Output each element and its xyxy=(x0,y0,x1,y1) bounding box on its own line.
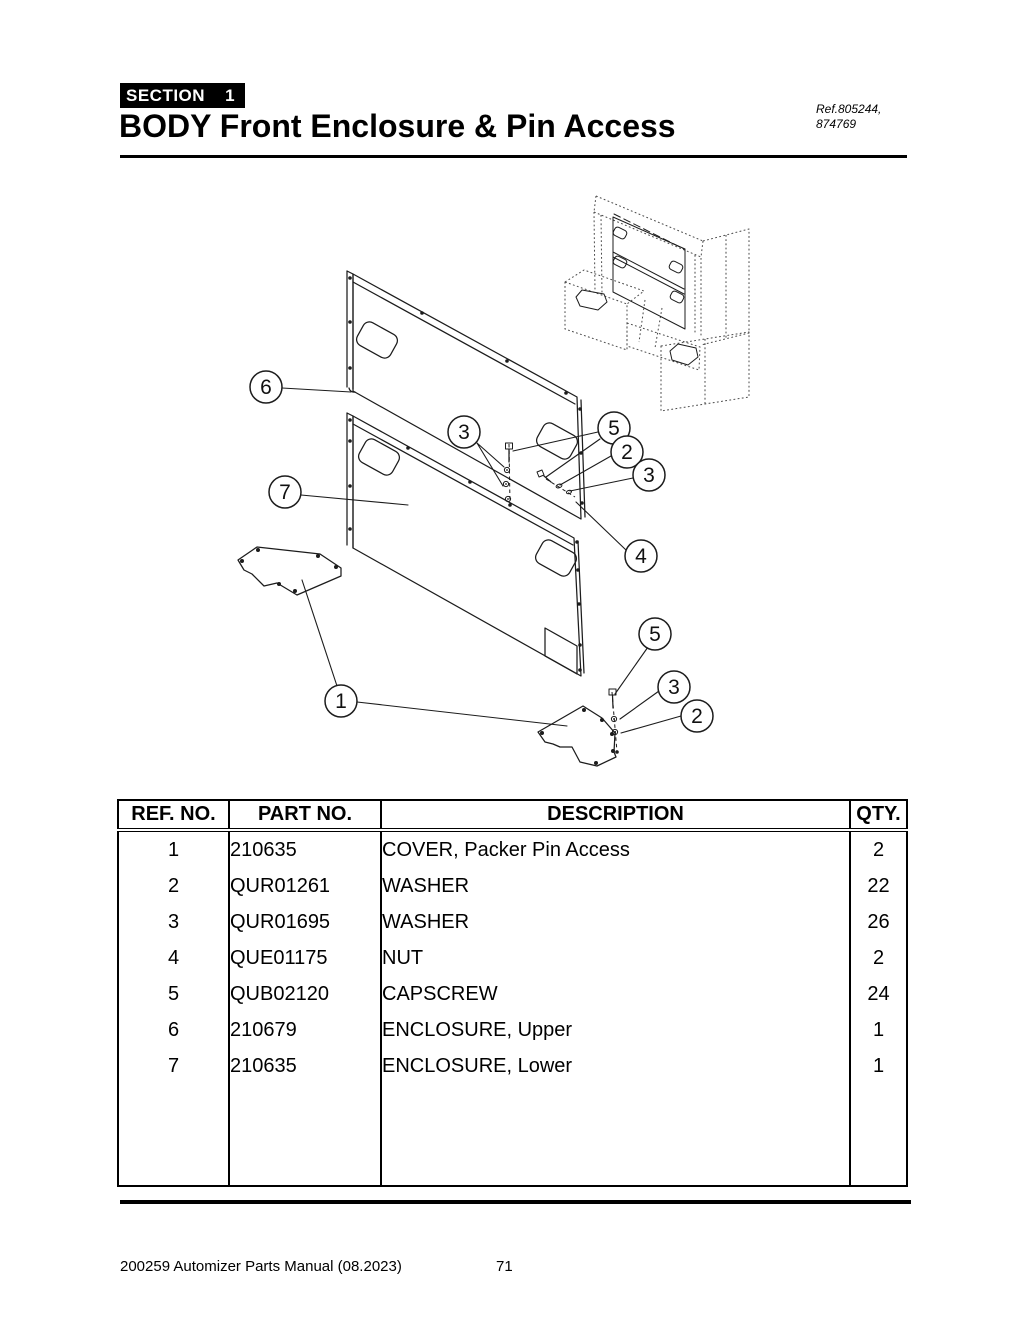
svg-text:1: 1 xyxy=(335,690,347,713)
part-no-cell: QUR01261 xyxy=(229,868,382,904)
table-row: 3 QUR01695 WASHER 26 xyxy=(118,904,907,940)
part-no-cell: QUE01175 xyxy=(229,940,382,976)
svg-text:5: 5 xyxy=(608,417,620,440)
ref-line-1: Ref.805244, xyxy=(816,102,882,116)
description-cell: NUT xyxy=(381,940,851,976)
description-cell: WASHER xyxy=(381,868,851,904)
qty-cell: 2 xyxy=(872,946,885,969)
table-empty-space xyxy=(118,1084,907,1186)
svg-text:3: 3 xyxy=(458,421,470,444)
svg-text:6: 6 xyxy=(260,376,272,399)
part-no-cell: 210635 xyxy=(229,1048,382,1084)
callout-7: 7 xyxy=(268,475,302,509)
callout-5-bottom: 5 xyxy=(638,617,672,651)
svg-text:3: 3 xyxy=(643,464,655,487)
qty-cell: 22 xyxy=(867,874,890,897)
ref-no-cell: 5 xyxy=(118,976,230,1012)
fastener-stack-middle xyxy=(502,442,576,507)
table-row: 1 210635 COVER, Packer Pin Access 2 xyxy=(118,830,907,868)
svg-text:4: 4 xyxy=(635,545,647,568)
footer-rule xyxy=(120,1200,911,1204)
callout-3-top: 3 xyxy=(447,415,481,449)
part-no-cell: QUR01695 xyxy=(229,904,382,940)
table-row: 5 QUB02120 CAPSCREW 24 xyxy=(118,976,907,1012)
callout-3-bottom: 3 xyxy=(657,670,691,704)
table-row: 6 210679 ENCLOSURE, Upper 1 xyxy=(118,1012,907,1048)
ref-no-cell: 7 xyxy=(118,1048,230,1084)
table-row: 2 QUR01261 WASHER 22 xyxy=(118,868,907,904)
callout-3-right: 3 xyxy=(632,458,666,492)
part-no-cell: QUB02120 xyxy=(229,976,382,1012)
upper-enclosure-panel xyxy=(346,270,586,520)
qty-cell: 1 xyxy=(872,1054,885,1077)
ref-no-cell: 2 xyxy=(118,868,230,904)
svg-text:3: 3 xyxy=(668,676,680,699)
svg-text:7: 7 xyxy=(279,481,291,504)
description-cell: COVER, Packer Pin Access xyxy=(381,830,851,868)
machine-overview-inset xyxy=(564,195,750,412)
table-row: 4 QUE01175 NUT 2 xyxy=(118,940,907,976)
svg-text:5: 5 xyxy=(649,623,661,646)
column-header-part-no: PART NO. xyxy=(229,800,382,832)
callout-2-bottom: 2 xyxy=(680,699,714,733)
section-badge: SECTION 1 xyxy=(120,83,245,108)
leader-lines xyxy=(281,387,682,734)
ref-no-cell: 3 xyxy=(118,904,230,940)
callout-1: 1 xyxy=(324,684,358,718)
panel-screw-dots xyxy=(348,276,584,505)
callout-4: 4 xyxy=(624,539,658,573)
qty-cell: 1 xyxy=(872,1018,885,1041)
svg-text:2: 2 xyxy=(691,705,703,728)
qty-cell: 2 xyxy=(872,838,885,861)
description-cell: WASHER xyxy=(381,904,851,940)
qty-cell: 24 xyxy=(867,982,890,1005)
qty-cell: 26 xyxy=(867,910,890,933)
ref-no-cell: 4 xyxy=(118,940,230,976)
section-label: SECTION xyxy=(126,86,206,105)
page-number: 71 xyxy=(496,1258,513,1275)
column-header-qty: QTY. xyxy=(850,800,907,832)
pin-access-cover-right xyxy=(537,705,617,767)
description-cell: ENCLOSURE, Lower xyxy=(381,1048,851,1084)
panel-screw-dots xyxy=(348,418,582,672)
part-no-cell: 210635 xyxy=(229,830,382,868)
manual-name: 200259 Automizer Parts Manual (08.2023) xyxy=(120,1258,402,1275)
exploded-view-diagram: 6 7 3 5 2 3 4 1 xyxy=(237,195,750,767)
callout-6: 6 xyxy=(249,370,283,404)
lower-enclosure-panel xyxy=(346,412,585,677)
description-cell: ENCLOSURE, Upper xyxy=(381,1012,851,1048)
svg-text:2: 2 xyxy=(621,441,633,464)
pin-access-cover-left xyxy=(237,546,342,596)
page-title: BODY Front Enclosure & Pin Access xyxy=(119,108,676,144)
ref-line-2: 874769 xyxy=(816,117,857,131)
description-cell: CAPSCREW xyxy=(381,976,851,1012)
table-header-row: REF. NO. PART NO. DESCRIPTION QTY. xyxy=(118,800,907,832)
callout-2-top: 2 xyxy=(610,435,644,469)
parts-table: REF. NO. PART NO. DESCRIPTION QTY. 1 210… xyxy=(117,799,908,1187)
table-row: 7 210635 ENCLOSURE, Lower 1 xyxy=(118,1048,907,1084)
ref-no-cell: 1 xyxy=(118,830,230,868)
reference-numbers: Ref.805244, 874769 xyxy=(816,102,881,132)
ref-no-cell: 6 xyxy=(118,1012,230,1048)
column-header-ref-no: REF. NO. xyxy=(118,800,230,832)
part-no-cell: 210679 xyxy=(229,1012,382,1048)
column-header-description: DESCRIPTION xyxy=(381,800,851,832)
section-number: 1 xyxy=(225,86,236,105)
header-rule xyxy=(120,155,907,158)
